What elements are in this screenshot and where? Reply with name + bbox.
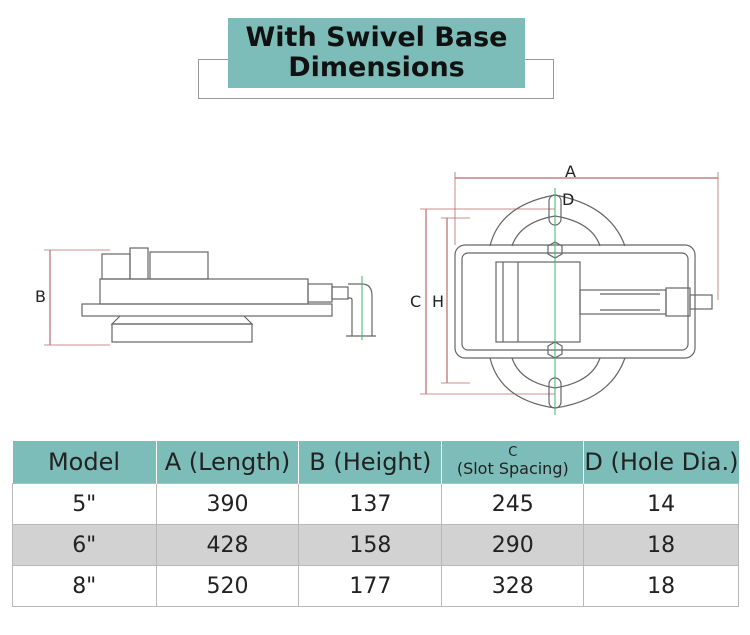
title-banner: With Swivel Base Dimensions	[228, 18, 525, 88]
cell-height: 158	[298, 524, 443, 566]
label-b: B	[35, 287, 46, 306]
cell-length: 390	[155, 483, 300, 525]
cell-height: 177	[298, 565, 443, 607]
cell-height: 137	[298, 483, 443, 525]
table-row: 6" 428 158 290 18	[12, 524, 739, 566]
table-row: 5" 390 137 245 14	[12, 483, 739, 525]
cell-length: 520	[155, 565, 300, 607]
label-a: A	[565, 162, 576, 181]
top-view	[420, 172, 719, 415]
cell-model: 6"	[12, 524, 157, 566]
cell-slot-spacing: 328	[441, 565, 585, 607]
cell-slot-spacing: 290	[441, 524, 585, 566]
cell-model: 5"	[12, 483, 157, 525]
dimensions-table: Model A (Length) B (Height) C (Slot Spac…	[12, 441, 739, 607]
header-c-caption: (Slot Spacing)	[456, 459, 569, 478]
cell-hole-dia: 14	[583, 483, 739, 525]
label-d: D	[562, 190, 574, 209]
header-b-height: B (Height)	[298, 441, 443, 484]
side-view	[44, 247, 376, 346]
header-d-hole-dia: D (Hole Dia.)	[583, 441, 739, 484]
title-line-1: With Swivel Base	[245, 22, 508, 53]
header-c-letter: C	[508, 445, 518, 460]
cell-hole-dia: 18	[583, 524, 739, 566]
table-header-row: Model A (Length) B (Height) C (Slot Spac…	[12, 441, 739, 484]
header-a-length: A (Length)	[156, 441, 300, 484]
dimension-drawing: B A D	[35, 162, 719, 415]
cell-length: 428	[155, 524, 300, 566]
label-c: C	[410, 292, 421, 311]
cell-model: 8"	[12, 565, 157, 607]
table-row: 8" 520 177 328 18	[12, 565, 739, 607]
cell-hole-dia: 18	[583, 565, 739, 607]
title-line-2: Dimensions	[288, 52, 465, 83]
header-model: Model	[12, 441, 157, 484]
label-h: H	[432, 292, 444, 311]
header-c-slot-spacing: C (Slot Spacing)	[441, 441, 585, 484]
cell-slot-spacing: 245	[441, 483, 585, 525]
